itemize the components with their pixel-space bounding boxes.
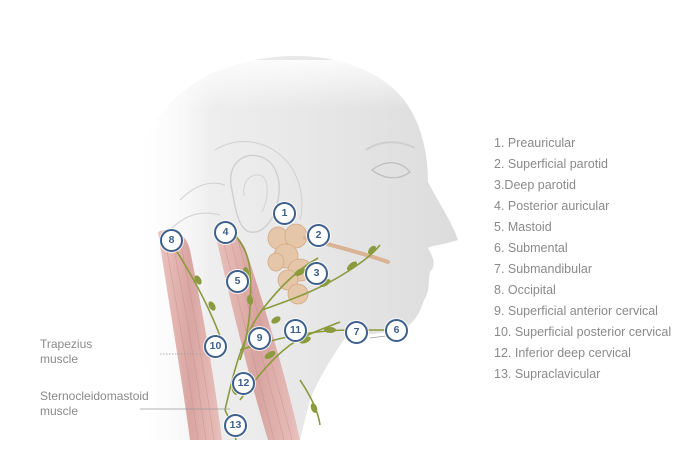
- sternocleidomastoid-label: Sternocleidomastoid muscle: [40, 389, 149, 419]
- node-marker-2: 2: [307, 224, 330, 247]
- legend-item: 5. Mastoid: [494, 220, 552, 234]
- node-marker-12: 12: [232, 372, 255, 395]
- node-marker-6: 6: [385, 319, 408, 342]
- node-marker-13: 13: [224, 414, 247, 437]
- node-marker-8: 8: [160, 229, 183, 252]
- node-marker-5: 5: [226, 270, 249, 293]
- eye-outline: [371, 162, 411, 179]
- trapezius-label-line2: muscle: [40, 352, 79, 366]
- node-marker-9: 9: [248, 327, 271, 350]
- node-marker-3: 3: [305, 262, 328, 285]
- node-marker-11: 11: [284, 319, 307, 342]
- legend-item: 13. Supraclavicular: [494, 367, 601, 381]
- node-marker-7: 7: [345, 321, 368, 344]
- scm-label-line2: muscle: [40, 404, 79, 418]
- faint-nerve-lines: [169, 141, 303, 231]
- trapezius-label: Trapezius muscle: [40, 337, 92, 367]
- legend-item: 1. Preauricular: [494, 136, 576, 150]
- ear-outline: [229, 154, 280, 233]
- legend-item: 9. Superficial anterior cervical: [494, 304, 658, 318]
- legend-item: 7. Submandibular: [494, 262, 592, 276]
- legend-item: 12. Inferior deep cervical: [494, 346, 631, 360]
- scm-label-line1: Sternocleidomastoid: [40, 389, 149, 403]
- legend-item: 3.Deep parotid: [494, 178, 577, 192]
- node-marker-10: 10: [204, 335, 227, 358]
- legend-item: 4. Posterior auricular: [494, 199, 610, 213]
- legend-item: 10. Superficial posterior cervical: [494, 325, 672, 339]
- legend-item: 8. Occipital: [494, 283, 556, 297]
- node-marker-4: 4: [214, 221, 237, 244]
- head-fade-overlay: [130, 60, 430, 200]
- ear-inner: [243, 174, 268, 213]
- legend-item: 6. Submental: [494, 241, 568, 255]
- trapezius-label-line1: Trapezius: [40, 337, 93, 351]
- node6-leader: [369, 335, 387, 339]
- node-marker-1: 1: [273, 202, 296, 225]
- brow-line: [365, 141, 416, 151]
- legend-item: 2. Superficial parotid: [494, 157, 608, 171]
- legend-list: 1. Preauricular 2. Superficial parotid 3…: [494, 133, 671, 385]
